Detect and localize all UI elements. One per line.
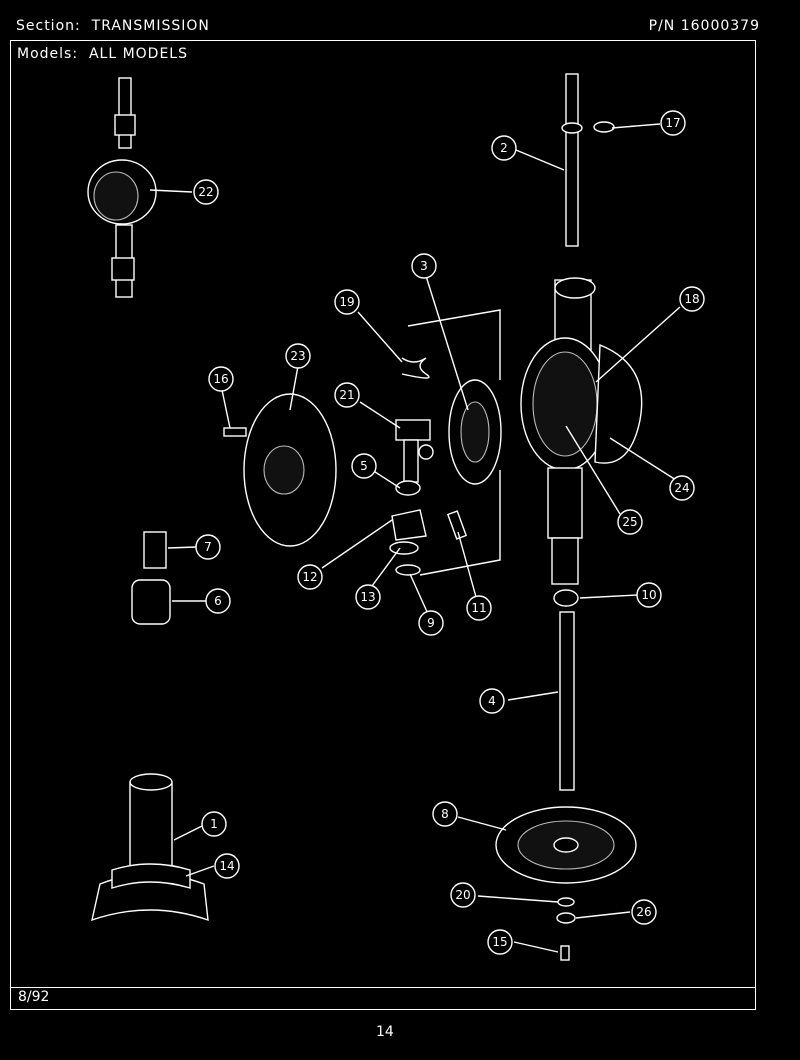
callout-14: 14: [214, 853, 240, 879]
svg-text:5: 5: [360, 459, 368, 473]
footer-divider: [11, 987, 755, 988]
part-17-washer: [593, 121, 615, 133]
callout-18: 18: [679, 286, 705, 312]
models-value: ALL MODELS: [88, 46, 188, 62]
svg-text:23: 23: [290, 349, 305, 363]
callout-26: 26: [631, 899, 657, 925]
callout-15: 15: [487, 929, 513, 955]
callout-17: 17: [660, 110, 686, 136]
models-row: Models: ALL MODELS: [17, 46, 188, 62]
callout-3: 3: [411, 253, 437, 279]
svg-text:22: 22: [198, 185, 213, 199]
part-9-washer: [395, 564, 421, 576]
svg-text:11: 11: [471, 601, 486, 615]
callout-24: 24: [669, 475, 695, 501]
part-24-housing: [520, 277, 643, 585]
page-number: 14: [376, 1024, 394, 1040]
section-value: TRANSMISSION: [91, 18, 210, 34]
part-13-washer: [389, 541, 419, 555]
callout-4: 4: [479, 688, 505, 714]
part-4-shaft: [559, 611, 575, 791]
part-23-cover: [243, 393, 337, 547]
svg-text:7: 7: [204, 540, 212, 554]
callout-25: 25: [617, 509, 643, 535]
callout-11: 11: [466, 595, 492, 621]
callout-12: 12: [297, 564, 323, 590]
svg-text:19: 19: [339, 295, 354, 309]
part-6-coupling: [131, 579, 171, 625]
callout-22: 22: [193, 179, 219, 205]
part-11-pin: [446, 510, 468, 540]
part-number-header: P/N 16000379: [649, 18, 760, 34]
part-2-shaft: [561, 73, 583, 247]
part-8-pulley: [495, 806, 637, 884]
part-19-spring: [401, 357, 430, 379]
callout-7: 7: [195, 534, 221, 560]
svg-text:17: 17: [665, 116, 680, 130]
callout-16: 16: [208, 366, 234, 392]
svg-text:21: 21: [339, 388, 354, 402]
callout-8: 8: [432, 801, 458, 827]
part-3-gear: [448, 379, 502, 485]
models-label: Models:: [17, 46, 79, 62]
part-20-washer: [557, 897, 575, 907]
callout-19: 19: [334, 289, 360, 315]
part-21-crank: [395, 419, 434, 483]
diagram-frame: Models: ALL MODELS 8/92: [10, 40, 756, 1010]
callout-13: 13: [355, 584, 381, 610]
svg-text:4: 4: [488, 694, 496, 708]
callout-6: 6: [205, 588, 231, 614]
svg-text:18: 18: [684, 292, 699, 306]
pn-value: 16000379: [680, 18, 760, 34]
svg-text:3: 3: [420, 259, 428, 273]
part-15-bolt: [560, 945, 570, 961]
part-16-bolt: [223, 427, 247, 437]
callout-9: 9: [418, 610, 444, 636]
callout-23: 23: [285, 343, 311, 369]
callout-10: 10: [636, 582, 662, 608]
svg-text:1: 1: [210, 817, 218, 831]
svg-text:25: 25: [622, 515, 637, 529]
callout-5: 5: [351, 453, 377, 479]
svg-text:9: 9: [427, 616, 435, 630]
part-26-nut: [556, 912, 576, 924]
svg-text:16: 16: [213, 372, 228, 386]
svg-text:12: 12: [302, 570, 317, 584]
callout-2: 2: [491, 135, 517, 161]
callout-20: 20: [450, 882, 476, 908]
callout-21: 21: [334, 382, 360, 408]
svg-text:14: 14: [219, 859, 234, 873]
svg-text:10: 10: [641, 588, 656, 602]
svg-text:20: 20: [455, 888, 470, 902]
section-label: Section:: [16, 18, 81, 34]
part-14-seal: [111, 863, 191, 889]
part-12-seal: [391, 509, 427, 541]
svg-text:15: 15: [492, 935, 507, 949]
svg-text:2: 2: [500, 141, 508, 155]
section-header: Section: TRANSMISSION: [16, 18, 210, 34]
part-7-sleeve: [143, 531, 167, 569]
part-1-base: [91, 773, 209, 922]
svg-text:24: 24: [674, 481, 689, 495]
pn-label: P/N: [648, 18, 676, 34]
part-10-seal: [553, 589, 579, 607]
callout-1: 1: [201, 811, 227, 837]
part-5-bushing: [395, 480, 421, 496]
svg-text:8: 8: [441, 807, 449, 821]
svg-text:26: 26: [636, 905, 651, 919]
leader-lines: [149, 123, 681, 953]
part-22-assembly: [87, 77, 157, 298]
svg-text:6: 6: [214, 594, 222, 608]
svg-text:13: 13: [360, 590, 375, 604]
revision-date: 8/92: [18, 989, 50, 1005]
